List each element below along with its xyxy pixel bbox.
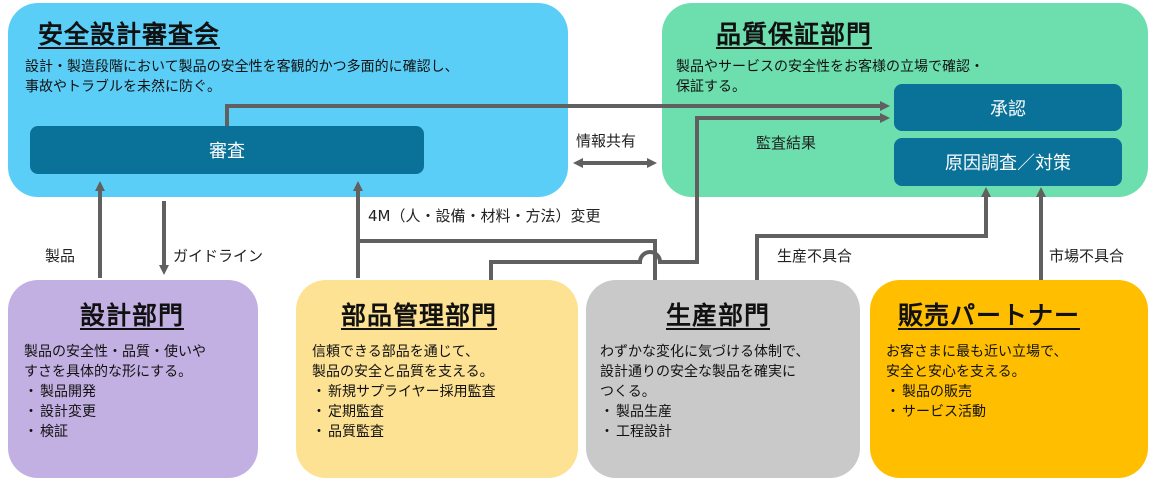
production-dept-title: 生産部門: [666, 301, 771, 330]
qa-dept-panel: 品質保証部門 製品やサービスの安全性をお客様の立場で確認・ 保証する。 承認 原…: [662, 3, 1148, 197]
list-item: 検証: [24, 422, 96, 442]
info-sharing-label: 情報共有: [576, 132, 637, 150]
list-item: 工程設計: [600, 422, 672, 442]
change-4m-branch: [358, 239, 657, 280]
change-4m-label: 4M（人・設備・材料・方法）変更: [368, 207, 601, 225]
design-dept-title: 設計部門: [80, 301, 185, 330]
list-item: 製品の販売: [886, 382, 986, 402]
parts-dept-panel: 部品管理部門 信頼できる部品を通じて、 製品の安全と品質を支える。 新規サプライ…: [296, 280, 578, 478]
production-dept-panel: 生産部門 わずかな変化に気づける体制で、 設計通りの安全な製品を確実に つくる。…: [586, 280, 860, 478]
design-dept-panel: 設計部門 製品の安全性・品質・使いや すさを具体的な形にする。 製品開発 設計変…: [8, 280, 258, 478]
investigation-button[interactable]: 原因調査／対策: [894, 138, 1122, 186]
sales-partner-panel: 販売パートナー お客さまに最も近い立場で、 安全と安心を支える。 製品の販売 サ…: [870, 280, 1148, 478]
parts-dept-title: 部品管理部門: [341, 301, 498, 330]
review-board-description: 設計・製造段階において製品の安全性を客観的かつ多面的に確認し、 事故やトラブルを…: [25, 59, 459, 95]
sales-partner-title: 販売パートナー: [898, 301, 1081, 330]
sales-partner-items: 製品の販売 サービス活動: [886, 382, 986, 422]
parts-dept-description: 信頼できる部品を通じて、 製品の安全と品質を支える。: [312, 344, 494, 380]
parts-dept-items: 新規サプライヤー採用監査 定期監査 品質監査: [312, 382, 496, 442]
qa-dept-description: 製品やサービスの安全性をお客様の立場で確認・ 保証する。: [676, 59, 984, 95]
review-button[interactable]: 審査: [30, 126, 424, 174]
list-item: サービス活動: [886, 402, 986, 422]
review-board-title: 安全設計審査会: [38, 20, 221, 49]
list-item: 製品開発: [24, 382, 96, 402]
market-defect-label: 市場不具合: [1049, 247, 1125, 265]
list-item: 定期監査: [312, 402, 496, 422]
audit-results-label: 監査結果: [756, 134, 817, 152]
review-board-panel: 安全設計審査会 設計・製造段階において製品の安全性を客観的かつ多面的に確認し、 …: [8, 3, 568, 197]
list-item: 製品生産: [600, 402, 672, 422]
production-dept-description: わずかな変化に気づける体制で、 設計通りの安全な製品を確実に つくる。: [600, 344, 810, 400]
list-item: 品質監査: [312, 422, 496, 442]
guideline-label: ガイドライン: [173, 247, 264, 265]
production-defect-label: 生産不具合: [777, 247, 853, 265]
design-dept-items: 製品開発 設計変更 検証: [24, 382, 96, 442]
design-dept-description: 製品の安全性・品質・使いや すさを具体的な形にする。: [24, 344, 206, 380]
list-item: 設計変更: [24, 402, 96, 422]
sales-partner-description: お客さまに最も近い立場で、 安全と安心を支える。: [886, 344, 1068, 380]
product-label: 製品: [45, 247, 76, 265]
approval-button[interactable]: 承認: [894, 84, 1122, 131]
qa-dept-title: 品質保証部門: [716, 20, 873, 49]
production-dept-items: 製品生産 工程設計: [600, 402, 672, 442]
production-defect-arrow: [755, 187, 991, 280]
list-item: 新規サプライヤー採用監査: [312, 382, 496, 402]
